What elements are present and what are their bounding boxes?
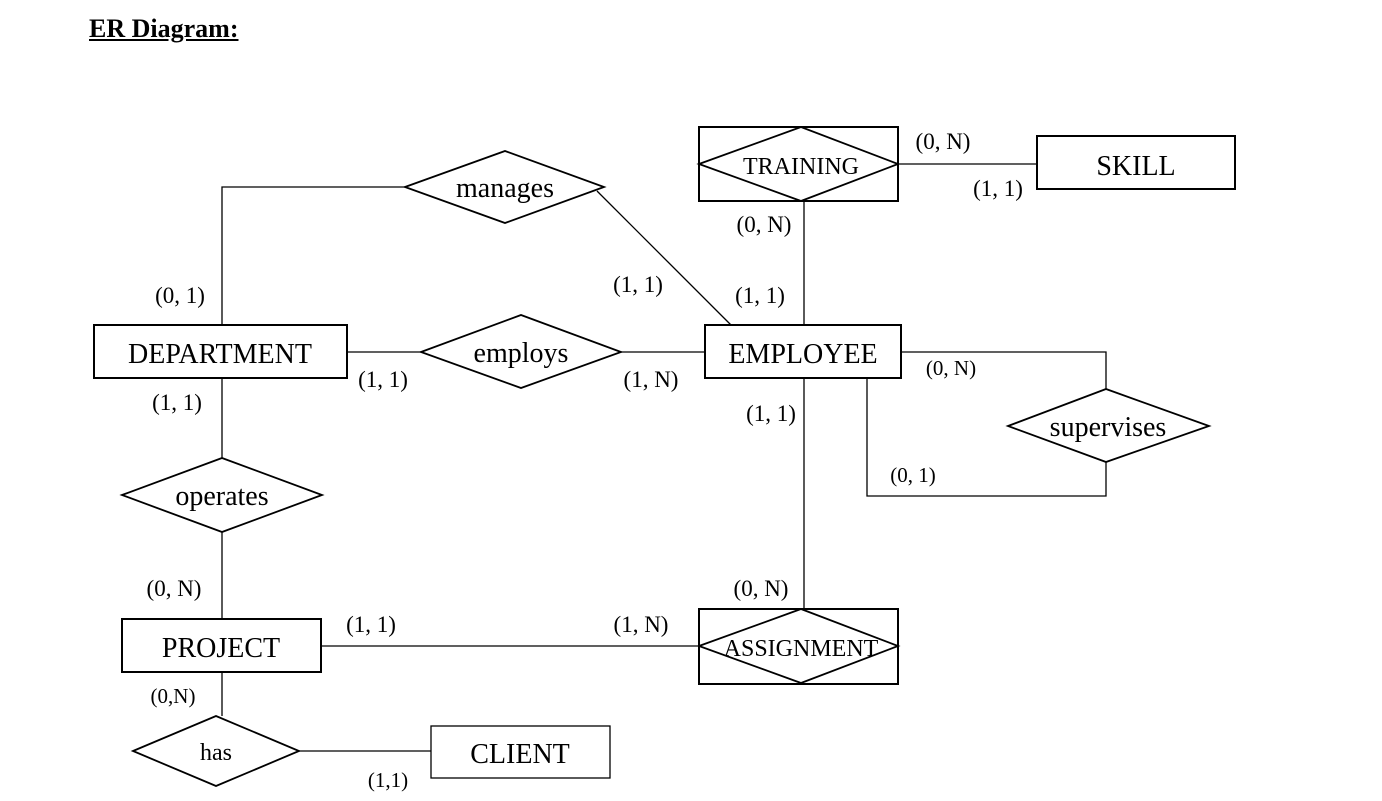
line-employee-supervises-top [901, 351, 1107, 389]
relationship-employs: employs [418, 314, 624, 389]
connectors [221, 163, 1107, 752]
relationship-has-label: has [200, 740, 232, 766]
cardinality-label: (1, 1) [735, 283, 785, 308]
cardinality-label: (0, N) [916, 129, 971, 154]
entity-department: DEPARTMENT [93, 324, 348, 379]
associative-entity-training-label: TRAINING [743, 154, 859, 180]
entity-client-label: CLIENT [470, 739, 570, 770]
relationship-operates: operates [119, 457, 325, 533]
line-employee-supervises-bottom [866, 378, 1107, 497]
line-manages-employee [596, 190, 732, 326]
entity-project-label: PROJECT [162, 633, 280, 664]
cardinality-label: (1, 1) [346, 612, 396, 637]
cardinality-label: (0, N) [734, 576, 789, 601]
cardinality-label: (0, N) [147, 576, 202, 601]
page-title: ER Diagram: [89, 14, 239, 43]
associative-entity-assignment-label: ASSIGNMENT [724, 636, 879, 662]
relationship-employs-label: employs [474, 338, 569, 369]
cardinality-label: (1, 1) [152, 390, 202, 415]
cardinality-label: (1, 1) [973, 176, 1023, 201]
relationship-supervises-label: supervises [1050, 412, 1167, 443]
cardinality-label: (1, 1) [746, 401, 796, 426]
cardinality-label: (1, N) [624, 367, 679, 392]
cardinality-label: (1, 1) [358, 367, 408, 392]
cardinality-label: (0, N) [737, 212, 792, 237]
cardinality-label: (0,N) [151, 684, 196, 708]
cardinality-label: (1, 1) [613, 272, 663, 297]
line-manages-department [221, 186, 405, 325]
cardinality-label: (0, 1) [155, 283, 205, 308]
cardinality-label: (1,1) [368, 768, 408, 792]
relationship-manages-label: manages [456, 173, 554, 204]
entity-skill: SKILL [1036, 135, 1236, 190]
entity-project: PROJECT [121, 618, 322, 673]
entity-skill-label: SKILL [1096, 151, 1175, 182]
cardinality-label: (1, N) [614, 612, 669, 637]
cardinality-label: (0, 1) [890, 463, 936, 487]
entity-employee: EMPLOYEE [704, 324, 902, 379]
associative-entity-assignment: ASSIGNMENT [696, 608, 901, 685]
cardinality-labels: (0, N) (1, 1) (0, N) (0, 1) (1, 1) (1, 1… [147, 129, 1023, 792]
relationship-supervises: supervises [1005, 388, 1212, 463]
entity-employee-label: EMPLOYEE [728, 339, 877, 370]
entity-client: CLIENT [430, 725, 611, 779]
entity-department-label: DEPARTMENT [128, 339, 312, 370]
relationship-operates-label: operates [175, 481, 268, 512]
relationship-has: has [130, 715, 302, 787]
cardinality-label: (0, N) [926, 356, 976, 380]
relationship-manages: manages [402, 150, 607, 224]
associative-entity-training: TRAINING [696, 126, 901, 202]
